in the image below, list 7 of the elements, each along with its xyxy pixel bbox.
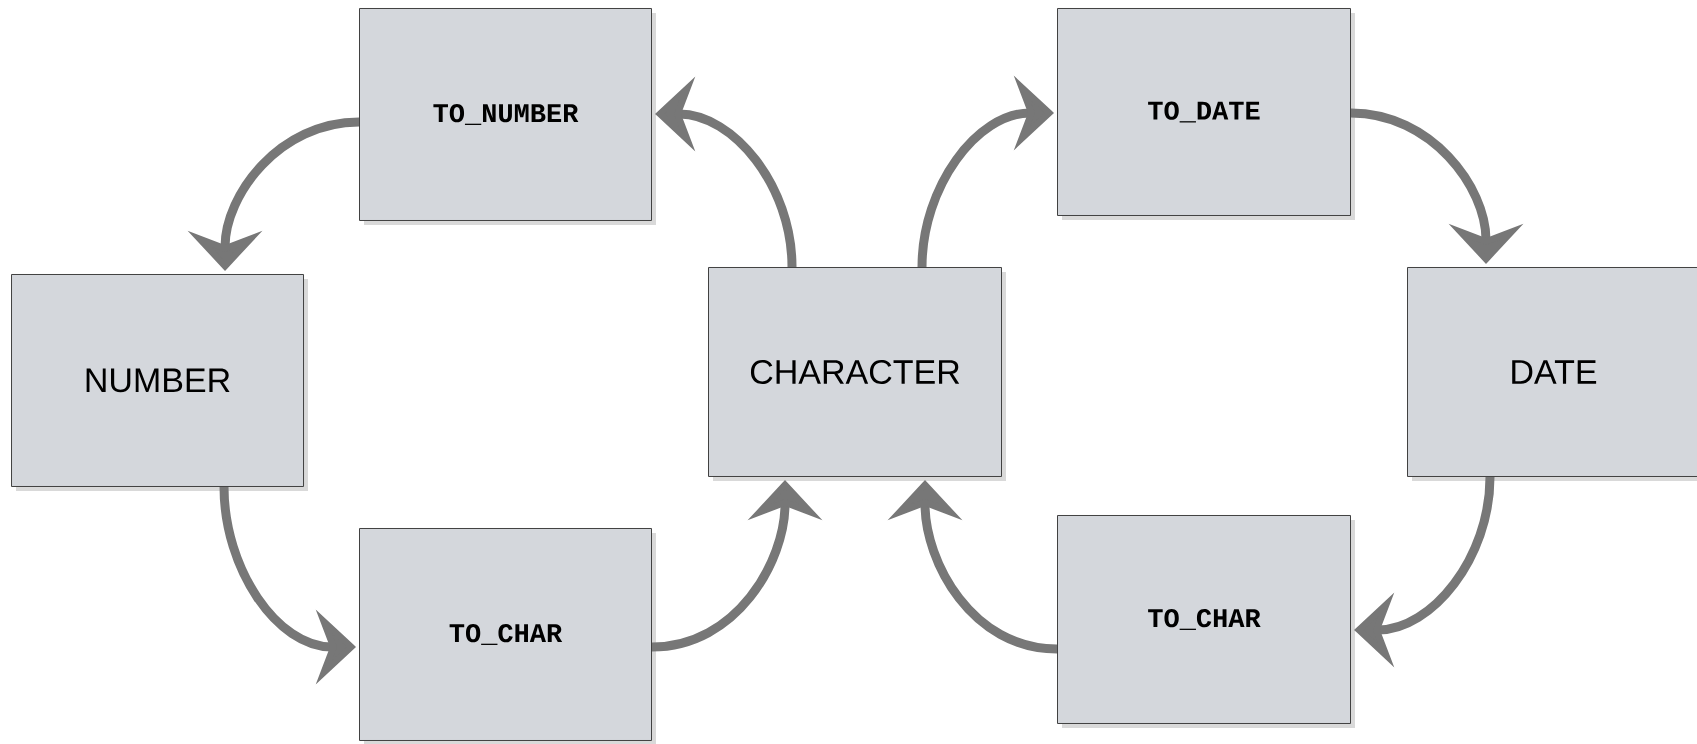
process-box: TO_CHAR	[359, 528, 656, 744]
process-box: TO_DATE	[1057, 8, 1355, 220]
process-box: NUMBER	[11, 274, 308, 491]
process-box: DATE	[1407, 267, 1697, 481]
process-box: TO_CHAR	[1057, 515, 1355, 728]
process-box: TO_NUMBER	[359, 8, 656, 225]
process-box: CHARACTER	[708, 267, 1006, 481]
